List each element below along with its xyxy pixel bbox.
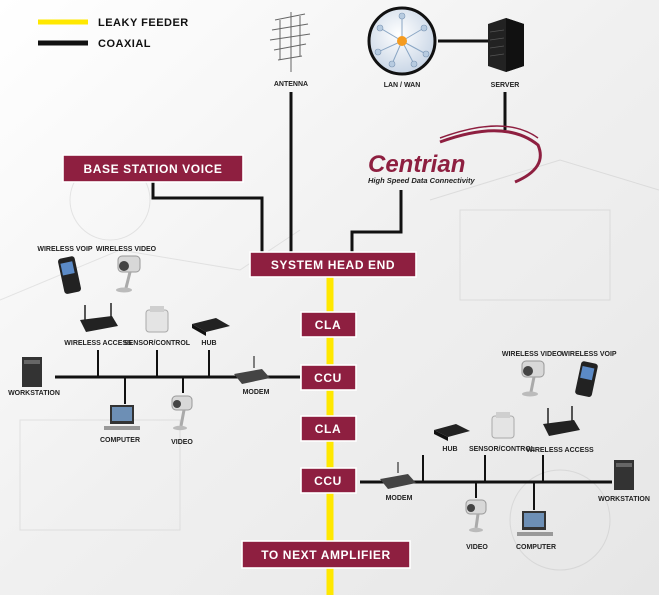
background-machinery	[0, 159, 659, 571]
right-workstation: WORKSTATION	[598, 460, 650, 503]
right-wireless-access: WIRELESS ACCESS	[526, 406, 594, 454]
left-wireless-video-label: WIRELESS VIDEO	[96, 246, 157, 253]
sensor-icon	[145, 306, 169, 333]
right-hub: HUB	[434, 424, 470, 453]
left-sensor-control: SENSOR/CONTROL	[124, 306, 191, 347]
logo-text: Centrian	[368, 151, 465, 178]
svg-text:CLA: CLA	[315, 318, 341, 332]
right-wireless-voip-label: WIRELESS VOIP	[561, 351, 617, 358]
cla-box-1: CLA	[300, 311, 357, 338]
computer-icon	[517, 511, 553, 536]
left-workstation: WORKSTATION	[8, 357, 60, 397]
right-modem: MODEM	[380, 462, 416, 502]
system-head-end-box: SYSTEM HEAD END	[249, 251, 417, 278]
antenna-label: ANTENNA	[274, 81, 308, 88]
tower-pc-icon	[614, 460, 634, 490]
router-icon	[543, 406, 580, 436]
left-computer-label: COMPUTER	[100, 437, 140, 444]
svg-text:CCU: CCU	[314, 474, 342, 488]
sensor-icon	[491, 412, 515, 439]
lan-wan: LAN / WAN	[367, 6, 437, 89]
right-wireless-voip: WIRELESS VOIP	[561, 351, 617, 397]
hub-icon	[192, 318, 230, 336]
svg-text:SYSTEM HEAD END: SYSTEM HEAD END	[271, 258, 395, 272]
left-video: VIDEO	[171, 395, 193, 446]
svg-text:CCU: CCU	[314, 371, 342, 385]
right-workstation-label: WORKSTATION	[598, 496, 650, 503]
router-icon	[80, 303, 118, 332]
hub-icon	[434, 424, 470, 441]
lan-wan-label: LAN / WAN	[384, 82, 421, 89]
camera-icon	[465, 499, 487, 533]
tower-pc-icon	[22, 357, 42, 387]
centrian-logo: Centrian High Speed Data Connectivity	[368, 125, 542, 185]
left-video-label: VIDEO	[171, 439, 193, 446]
left-wireless-voip-label: WIRELESS VOIP	[37, 246, 93, 253]
cla-box-2: CLA	[300, 415, 357, 442]
camera-icon	[171, 395, 193, 431]
left-computer: COMPUTER	[100, 405, 140, 444]
legend-leaky-feeder: LEAKY FEEDER	[98, 17, 189, 29]
right-sensor-control-label: SENSOR/CONTROL	[469, 446, 536, 453]
to-next-amplifier-box: TO NEXT AMPLIFIER	[241, 540, 411, 569]
globe-network-icon	[367, 6, 437, 76]
antenna-icon	[269, 12, 311, 72]
legend: LEAKY FEEDER COAXIAL	[38, 17, 189, 50]
computer-icon	[104, 405, 140, 430]
logo-swoosh	[439, 129, 542, 184]
centrian-coax	[350, 190, 403, 252]
right-wireless-video: WIRELESS VIDEO	[502, 351, 563, 397]
phone-icon	[575, 361, 598, 397]
left-modem: MODEM	[234, 356, 270, 396]
left-workstation-label: WORKSTATION	[8, 390, 60, 397]
left-hub: HUB	[192, 318, 230, 347]
modem-icon	[234, 356, 270, 384]
base-station-voice-box: BASE STATION VOICE	[62, 154, 244, 183]
left-wireless-voip: WIRELESS VOIP	[37, 246, 93, 294]
right-computer: COMPUTER	[516, 511, 556, 551]
svg-text:TO NEXT AMPLIFIER: TO NEXT AMPLIFIER	[261, 548, 391, 562]
left-hub-label: HUB	[201, 340, 216, 347]
svg-text:BASE STATION VOICE: BASE STATION VOICE	[83, 162, 222, 176]
right-computer-label: COMPUTER	[516, 544, 556, 551]
left-modem-label: MODEM	[243, 389, 270, 396]
server: SERVER	[488, 18, 524, 89]
antenna: ANTENNA	[269, 12, 311, 88]
phone-icon	[58, 256, 82, 294]
left-sensor-control-label: SENSOR/CONTROL	[124, 340, 191, 347]
right-video: VIDEO	[465, 499, 488, 551]
legend-coaxial: COAXIAL	[98, 38, 151, 50]
left-wireless-access: WIRELESS ACCESS	[64, 303, 132, 347]
right-wireless-access-label: WIRELESS ACCESS	[526, 447, 594, 454]
ccu-box-1: CCU	[300, 364, 357, 391]
left-wireless-access-label: WIRELESS ACCESS	[64, 340, 132, 347]
right-video-label: VIDEO	[466, 544, 488, 551]
base-station-coax	[151, 182, 264, 252]
server-icon	[488, 18, 524, 72]
camera-icon	[116, 255, 141, 293]
right-sensor-control: SENSOR/CONTROL	[469, 412, 536, 453]
modem-icon	[380, 462, 416, 489]
right-modem-label: MODEM	[386, 495, 413, 502]
left-wireless-video: WIRELESS VIDEO	[96, 246, 157, 293]
right-hub-label: HUB	[442, 446, 457, 453]
server-label: SERVER	[491, 82, 520, 89]
logo-tagline: High Speed Data Connectivity	[368, 176, 476, 185]
right-wireless-video-label: WIRELESS VIDEO	[502, 351, 563, 358]
camera-icon	[521, 360, 545, 397]
svg-text:CLA: CLA	[315, 422, 341, 436]
ccu-box-2: CCU	[300, 467, 357, 494]
